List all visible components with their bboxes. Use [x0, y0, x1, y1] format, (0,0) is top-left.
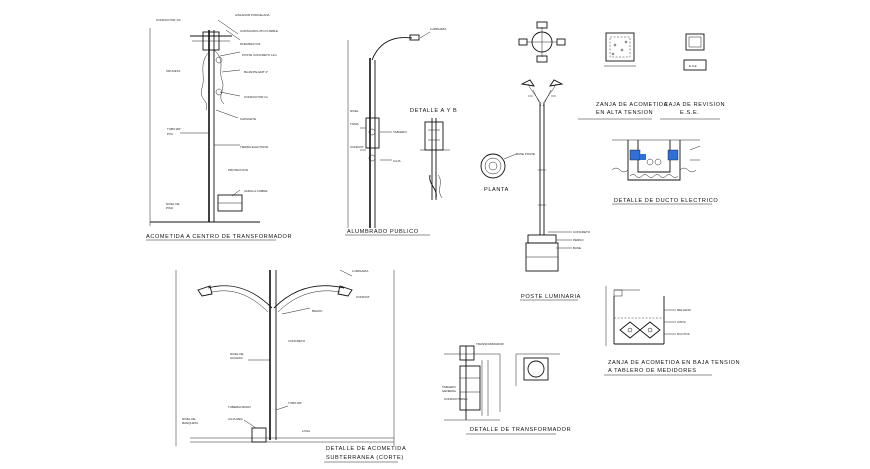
svg-text:ACCESO: ACCESO [230, 356, 243, 360]
title-alumbrado-publico: ALUMBRADO PUBLICO [347, 229, 419, 235]
svg-text:PVC: PVC [167, 132, 174, 136]
alumbrado-publico-drawing: LUMINARIA NIVEL TOMA CONDUIT TABLERO CAJ… [345, 27, 446, 236]
svg-text:CONCRETO: CONCRETO [573, 230, 591, 234]
svg-text:CORTACIRCUITO FUSIBLE: CORTACIRCUITO FUSIBLE [240, 29, 278, 33]
svg-text:CAJA: CAJA [393, 159, 401, 163]
detalle-ayb-drawing: DETALLE A Y B [410, 108, 457, 200]
svg-text:CONDUCTORES: CONDUCTORES [444, 397, 467, 401]
svg-text:CAPACETE: CAPACETE [240, 117, 256, 121]
svg-text:RELLENO: RELLENO [677, 308, 692, 312]
svg-text:PERNO: PERNO [573, 238, 584, 242]
svg-text:CONDUIT: CONDUIT [356, 295, 370, 299]
svg-text:DUCTOS: DUCTOS [677, 332, 690, 336]
title-caja-2: E.S.E. [680, 110, 699, 116]
svg-text:E.S.E: E.S.E [689, 64, 697, 68]
svg-text:TUBO Ø2": TUBO Ø2" [288, 401, 302, 405]
svg-text:TUBO Ø2": TUBO Ø2" [167, 127, 181, 131]
svg-text:LUMINARIA: LUMINARIA [430, 27, 446, 31]
svg-text:PARARRAYOS: PARARRAYOS [240, 42, 260, 46]
svg-text:TUBERIA MURO: TUBERIA MURO [228, 405, 252, 409]
svg-text:TRANSFORMADOR: TRANSFORMADOR [476, 342, 505, 346]
svg-text:PISO: PISO [166, 206, 174, 210]
acometida-transformador-drawing: CONDUCTOR 1/0 AISLADOR PORCELANA CORTACI… [146, 13, 292, 241]
svg-text:PROTECCION: PROTECCION [228, 168, 248, 172]
title-detalle-acometida-1: DETALLE DE ACOMETIDA [326, 446, 406, 452]
title-zanja-alta-1: ZANJA DE ACOMETIDA [596, 102, 668, 108]
title-zanja-alta-2: EN ALTA TENSION [596, 110, 653, 116]
svg-text:BRAZO: BRAZO [312, 309, 323, 313]
svg-text:TABLERO: TABLERO [442, 385, 456, 389]
title-detalle-acometida-2: SUBTERRANEA (CORTE) [326, 455, 404, 461]
svg-text:CINTA: CINTA [677, 320, 686, 324]
svg-text:NIVEL DE: NIVEL DE [182, 417, 196, 421]
svg-text:BAJANTE EMT 2": BAJANTE EMT 2" [244, 70, 268, 74]
svg-text:TOMA: TOMA [350, 122, 359, 126]
svg-text:VARILLA COBRE: VARILLA COBRE [244, 189, 267, 193]
svg-text:NIVEL DE: NIVEL DE [166, 202, 180, 206]
svg-text:TIERRA ELECTROD.: TIERRA ELECTROD. [240, 145, 269, 149]
svg-text:AISLADOR PORCELANA: AISLADOR PORCELANA [235, 13, 270, 17]
svg-text:CONCRETO: CONCRETO [288, 339, 306, 343]
svg-text:CONDUCTOR Cu: CONDUCTOR Cu [244, 95, 268, 99]
title-planta: PLANTA [484, 187, 509, 193]
svg-text:LOSA: LOSA [302, 429, 310, 433]
svg-text:BANQUETA: BANQUETA [182, 421, 198, 425]
poste-luminaria-drawing: CONCRETO PERNO BASE BASE POSTE PLANTA PO… [480, 21, 591, 301]
acometida-subterranea-drawing: LUMINARIA CONDUIT BRAZO CONCRETO NIVEL D… [175, 269, 406, 463]
title-transformador: DETALLE DE TRANSFORMADOR [470, 427, 571, 433]
title-ducto-electrico: DETALLE DE DUCTO ELECTRICO [614, 198, 718, 204]
svg-text:CAJA REG: CAJA REG [228, 417, 244, 421]
svg-text:CONDUCTOR 1/0: CONDUCTOR 1/0 [156, 18, 181, 22]
title-zanja-baja-2: A TABLERO DE MEDIDORES [608, 368, 697, 374]
title-caja-1: CAJA DE REVISION [664, 102, 725, 108]
title-poste-luminaria: POSTE LUMINARIA [521, 294, 581, 300]
svg-text:CRUCETA: CRUCETA [166, 69, 180, 73]
svg-text:NIVEL DE: NIVEL DE [230, 352, 244, 356]
svg-text:TABLERO: TABLERO [393, 130, 407, 134]
title-acometida-centro: ACOMETIDA A CENTRO DE TRANSFORMADOR [146, 234, 292, 240]
svg-text:NIVEL: NIVEL [350, 109, 359, 113]
transformador-drawing: TRANSFORMADOR TABLERO GENERAL CONDUCTORE… [442, 342, 571, 435]
svg-text:BASE POSTE: BASE POSTE [516, 152, 535, 156]
svg-text:BASE: BASE [573, 246, 581, 250]
zanja-baja-tension-drawing: RELLENO CINTA DUCTOS ZANJA DE ACOMETIDA … [604, 286, 740, 376]
svg-text:CONDUIT: CONDUIT [350, 145, 364, 149]
svg-text:GENERAL: GENERAL [442, 389, 457, 393]
svg-text:POSTE CONCRETO 12m: POSTE CONCRETO 12m [242, 53, 277, 57]
title-detalle-ayb: DETALLE A Y B [410, 108, 457, 114]
zanja-alta-tension-drawing: E.S.E ZANJA DE ACOMETIDA EN ALTA TENSION… [578, 32, 725, 120]
svg-text:LUMINARIA: LUMINARIA [352, 269, 368, 273]
ducto-electrico-drawing: DETALLE DE DUCTO ELECTRICO [611, 139, 718, 205]
title-zanja-baja-1: ZANJA DE ACOMETIDA EN BAJA TENSION [608, 360, 740, 366]
